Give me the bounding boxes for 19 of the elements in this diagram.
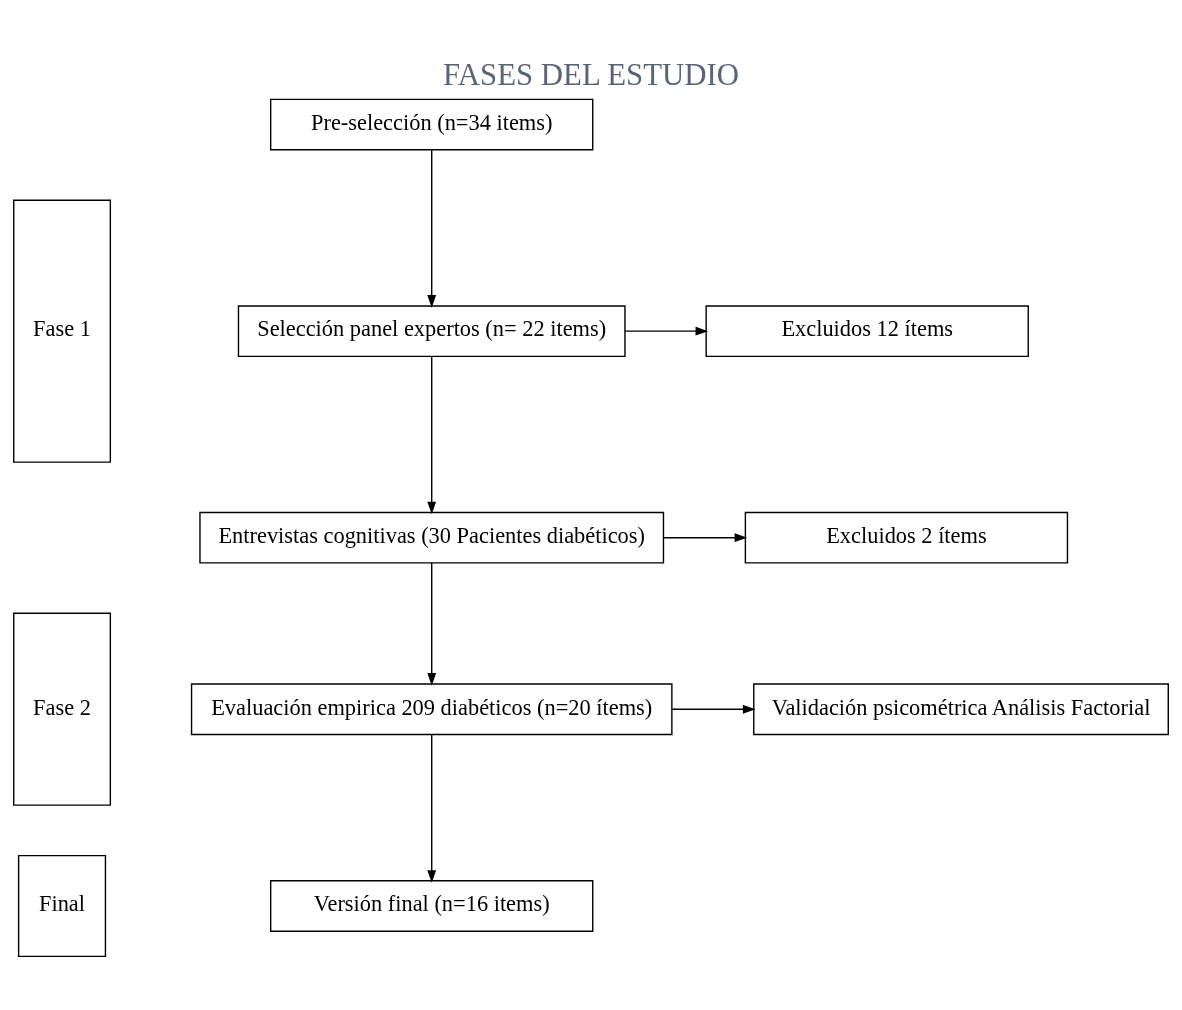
node-box: Fase 2 [13,612,112,806]
arrow [427,355,437,514]
node-box: Entrevistas cognitivas (30 Pacientes diabéticos) [199,511,665,564]
arrow [671,704,756,714]
node-box: Excluidos 12 ítems [705,304,1029,357]
node-box: Versión final (n=16 items) [270,879,594,932]
arrow [662,532,748,542]
node-box: Validación psicométrica Análisis Factorial [753,682,1169,735]
arrow [427,561,437,686]
diagram-title: FASES DEL ESTUDIO [443,57,739,92]
node-box: Excluidos 2 ítems [744,511,1069,564]
arrow [427,733,437,883]
node-box: Selección panel expertos (n= 22 items) [237,304,626,357]
arrow [427,149,437,308]
node-box: Final [17,854,107,957]
node-box: Fase 1 [13,199,112,463]
arrow [624,326,709,336]
node-box: Evaluación empirica 209 diabéticos (n=20 ítems) [190,682,673,735]
node-box: Pre-selección (n=34 items) [270,98,594,150]
